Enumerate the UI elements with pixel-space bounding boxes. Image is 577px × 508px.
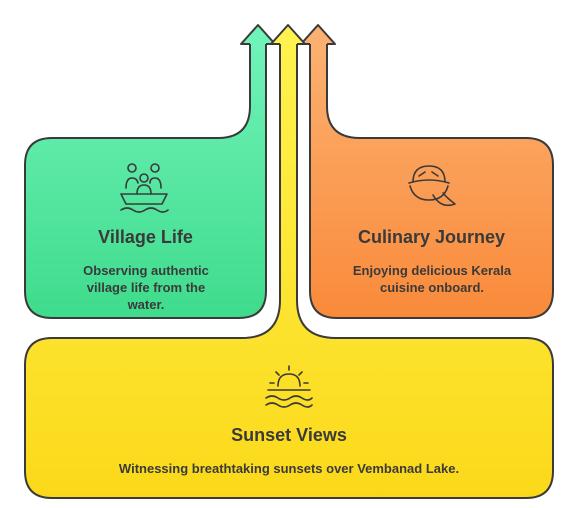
boat-people-icon [120,163,169,213]
village-life-description: Observing authentic village life from th… [83,263,209,312]
food-bowl-icon [408,165,456,207]
culinary-journey-title: Culinary Journey [357,227,506,247]
sunset-icon [265,365,313,408]
culinary-journey-arrow-head [300,24,336,45]
sunset-views-arrow-head [270,24,306,45]
culinary-journey-description: Enjoying delicious Kerala cuisine onboar… [352,263,512,295]
sunset-views-card-shape [24,44,554,499]
sunset-views-title: Sunset Views [231,425,347,445]
village-life-title: Village Life [98,227,193,247]
sunset-views-description: Witnessing breathtaking sunsets over Vem… [118,461,460,476]
village-life-arrow-head [240,24,276,45]
culinary-journey-card-shape [309,44,554,319]
